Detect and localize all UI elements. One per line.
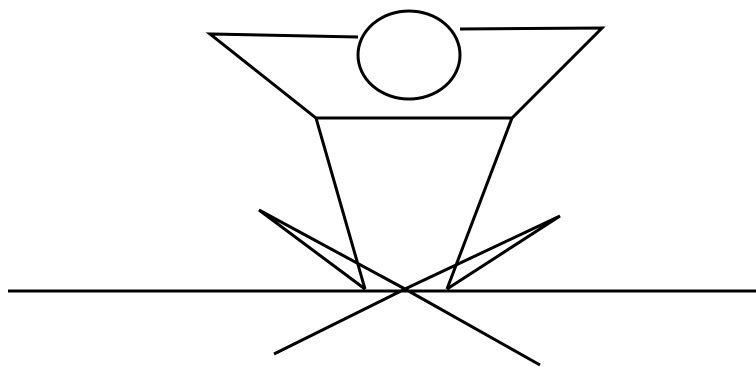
head-circle (358, 11, 460, 99)
right-leg (274, 216, 560, 354)
